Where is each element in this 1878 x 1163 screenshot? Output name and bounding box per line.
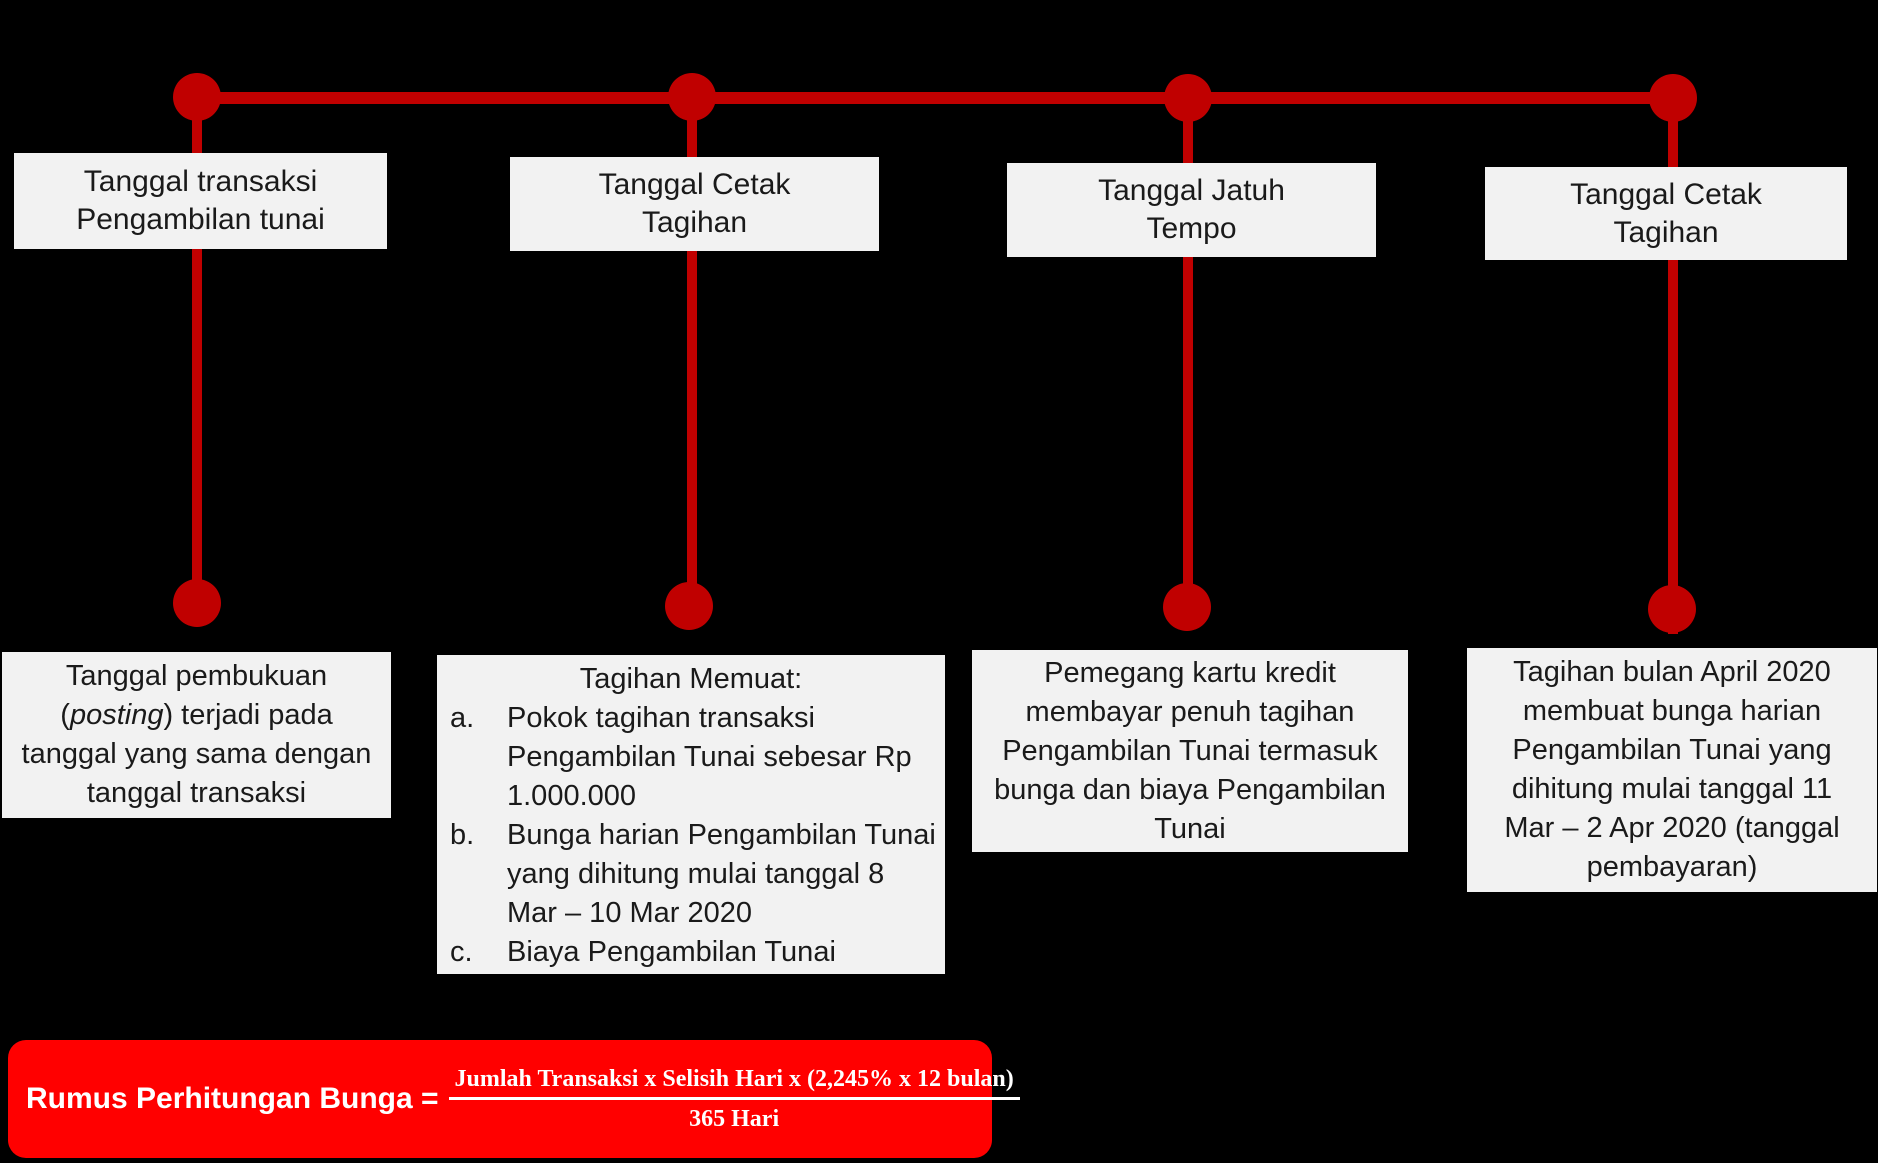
text-line: Tanggal pembukuan	[65, 660, 328, 692]
text-line: bunga dan biaya Pengambilan	[994, 773, 1386, 806]
top-label-line: Tanggal transaksi	[83, 165, 318, 198]
text-line: Pokok tagihan transaksi	[507, 702, 815, 734]
timeline-dot-bottom-1	[173, 579, 221, 627]
timeline-horizontal-line	[197, 92, 1674, 104]
text-line: tanggal yang sama dengan	[21, 738, 372, 770]
bottom-box-april-billing: Tagihan bulan April 2020 membuat bunga h…	[1467, 648, 1877, 892]
timeline-vertical-line-1	[192, 95, 202, 606]
text-line: (posting) terjadi pada	[60, 699, 333, 731]
list-item-label: b.	[450, 819, 475, 851]
timeline-dot-top-4	[1649, 74, 1697, 122]
list-item-label: a.	[450, 702, 475, 734]
text-line: Mar – 10 Mar 2020	[507, 897, 753, 929]
timeline-vertical-line-3	[1183, 95, 1193, 606]
top-label-line: Pengambilan tunai	[76, 203, 325, 236]
top-label-box-billing-print-date-2: Tanggal Cetak Tagihan	[1485, 167, 1847, 260]
timeline-dot-bottom-4	[1648, 585, 1696, 633]
bottom-box-full-payment: Pemegang kartu kredit membayar penuh tag…	[972, 650, 1408, 852]
text-line: tanggal transaksi	[86, 777, 307, 809]
timeline-dot-top-2	[668, 73, 716, 121]
top-label-line: Tanggal Cetak	[1570, 177, 1762, 211]
text-line: Mar – 2 Apr 2020 (tanggal	[1504, 812, 1840, 844]
timeline-vertical-line-2	[687, 95, 697, 606]
list-item-c: c. Biaya Pengambilan Tunai	[437, 933, 945, 972]
text-line: membayar penuh tagihan	[1025, 695, 1355, 728]
formula-numerator: Jumlah Transaksi x Selisih Hari x (2,245…	[448, 1064, 1020, 1100]
billing-contents-title: Tagihan Memuat:	[579, 663, 803, 695]
top-label-line: Tanggal Jatuh	[1098, 174, 1285, 207]
timeline-dot-top-1	[173, 73, 221, 121]
text-line: yang dihitung mulai tanggal 8	[507, 858, 885, 890]
timeline-dot-top-3	[1164, 74, 1212, 122]
top-label-line: Tagihan	[1613, 215, 1719, 249]
top-label-box-due-date: Tanggal Jatuh Tempo	[1007, 163, 1376, 257]
formula-denominator: 365 Hari	[689, 1106, 780, 1132]
top-label-box-billing-print-date-1: Tanggal Cetak Tagihan	[510, 157, 879, 251]
text-line: Biaya Pengambilan Tunai	[507, 936, 836, 968]
timeline-dot-bottom-3	[1163, 583, 1211, 631]
text-line: Pengambilan Tunai termasuk	[1002, 734, 1378, 767]
bottom-box-billing-contents: Tagihan Memuat: a. Pokok tagihan transak…	[437, 655, 945, 974]
text-line: dihitung mulai tanggal 11	[1511, 773, 1833, 805]
timeline-dot-bottom-2	[665, 582, 713, 630]
text-line: Pengambilan Tunai sebesar Rp	[507, 741, 912, 773]
text-line: pembayaran)	[1586, 851, 1758, 883]
top-label-line: Tanggal Cetak	[598, 168, 791, 201]
formula-fraction: Jumlah Transaksi x Selisih Hari x (2,245…	[448, 1064, 1020, 1134]
bottom-box-posting-date: Tanggal pembukuan (posting) terjadi pada…	[2, 652, 391, 818]
text-line: 1.000.000	[507, 780, 637, 812]
text-line: Tagihan bulan April 2020	[1513, 656, 1831, 688]
text-line: Pengambilan Tunai yang	[1512, 734, 1832, 766]
text-line: membuat bunga harian	[1522, 695, 1822, 727]
top-label-line: Tagihan	[641, 206, 748, 239]
top-label-box-transaction-date: Tanggal transaksi Pengambilan tunai	[14, 153, 387, 249]
text-line: Pemegang kartu kredit	[1044, 656, 1336, 689]
top-label-line: Tempo	[1146, 212, 1237, 245]
list-item-b: b. Bunga harian Pengambilan Tunai yang d…	[437, 816, 945, 933]
formula-label: Rumus Perhitungan Bunga =	[26, 1082, 439, 1115]
timeline-vertical-line-4	[1668, 95, 1678, 634]
list-item-label: c.	[450, 936, 473, 968]
interest-formula-box: Rumus Perhitungan Bunga = Jumlah Transak…	[8, 1040, 1020, 1158]
text-line: Tunai	[1154, 812, 1226, 845]
text-line: Bunga harian Pengambilan Tunai	[507, 819, 936, 851]
list-item-a: a. Pokok tagihan transaksi Pengambilan T…	[437, 699, 945, 816]
